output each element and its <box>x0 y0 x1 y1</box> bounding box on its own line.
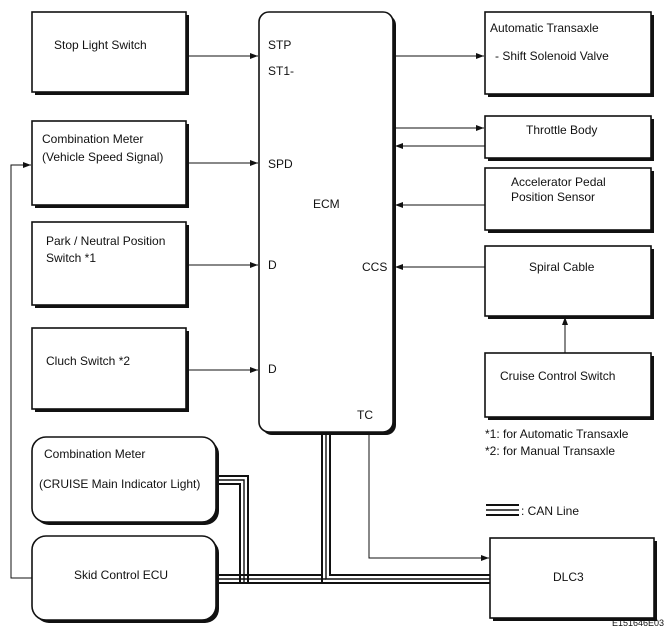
automatic-transaxle-box: Automatic Transaxle - Shift Solenoid Val… <box>484 11 654 97</box>
wire-tc-to-dlc3 <box>368 432 489 561</box>
terminal-d2: D <box>268 362 277 376</box>
can-lines <box>217 432 490 584</box>
terminal-st1: ST1- <box>268 64 294 78</box>
terminal-spd: SPD <box>268 157 293 171</box>
figure-code: E151646E03 <box>612 618 664 628</box>
ecm-label: ECM <box>313 197 340 211</box>
dlc3-label: DLC3 <box>553 570 584 584</box>
skid-control-ecu-box: Skid Control ECU <box>31 535 219 623</box>
combination-meter-cruise-box: Combination Meter (CRUISE Main Indicator… <box>31 436 219 525</box>
stop-light-switch-label: Stop Light Switch <box>54 38 147 52</box>
combination-meter-speed-box: Combination Meter (Vehicle Speed Signal) <box>31 120 189 208</box>
ecm-box: ECM STP ST1- SPD D D CCS TC <box>258 11 396 435</box>
cruise-control-switch-box: Cruise Control Switch <box>484 352 654 420</box>
accelerator-pedal-sensor-label: Accelerator Pedal Position Sensor <box>511 175 609 204</box>
accelerator-pedal-sensor-box: Accelerator Pedal Position Sensor <box>484 167 654 233</box>
wire-skid-to-meter-speed <box>10 162 32 579</box>
stop-light-switch-box: Stop Light Switch <box>31 11 189 95</box>
spiral-cable-label: Spiral Cable <box>529 260 595 274</box>
park-neutral-switch-label: Park / Neutral Position Switch *1 <box>46 234 169 265</box>
terminal-d1: D <box>268 258 277 272</box>
dlc3-box: DLC3 <box>489 537 657 621</box>
automatic-transaxle-label: Automatic Transaxle - Shift Solenoid Val… <box>490 21 609 63</box>
throttle-body-box: Throttle Body <box>484 115 654 161</box>
terminal-ccs: CCS <box>362 260 387 274</box>
combination-meter-cruise-label: Combination Meter (CRUISE Main Indicator… <box>39 447 200 491</box>
note-1: *1: for Automatic Transaxle <box>485 427 629 441</box>
skid-control-ecu-label: Skid Control ECU <box>74 568 168 582</box>
terminal-stp: STP <box>268 38 291 52</box>
clutch-switch-box: Cluch Switch *2 <box>31 327 189 412</box>
can-line-legend: : CAN Line <box>486 504 579 518</box>
signal-wires <box>10 53 568 579</box>
spiral-cable-box: Spiral Cable <box>484 245 654 319</box>
combination-meter-speed-label: Combination Meter (Vehicle Speed Signal) <box>42 132 163 164</box>
park-neutral-switch-box: Park / Neutral Position Switch *1 <box>31 221 189 308</box>
note-2: *2: for Manual Transaxle <box>485 444 615 458</box>
cruise-control-switch-label: Cruise Control Switch <box>500 369 615 383</box>
can-line-legend-label: : CAN Line <box>521 504 579 518</box>
throttle-body-label: Throttle Body <box>526 123 597 137</box>
clutch-switch-label: Cluch Switch *2 <box>46 354 130 368</box>
terminal-tc: TC <box>357 408 373 422</box>
